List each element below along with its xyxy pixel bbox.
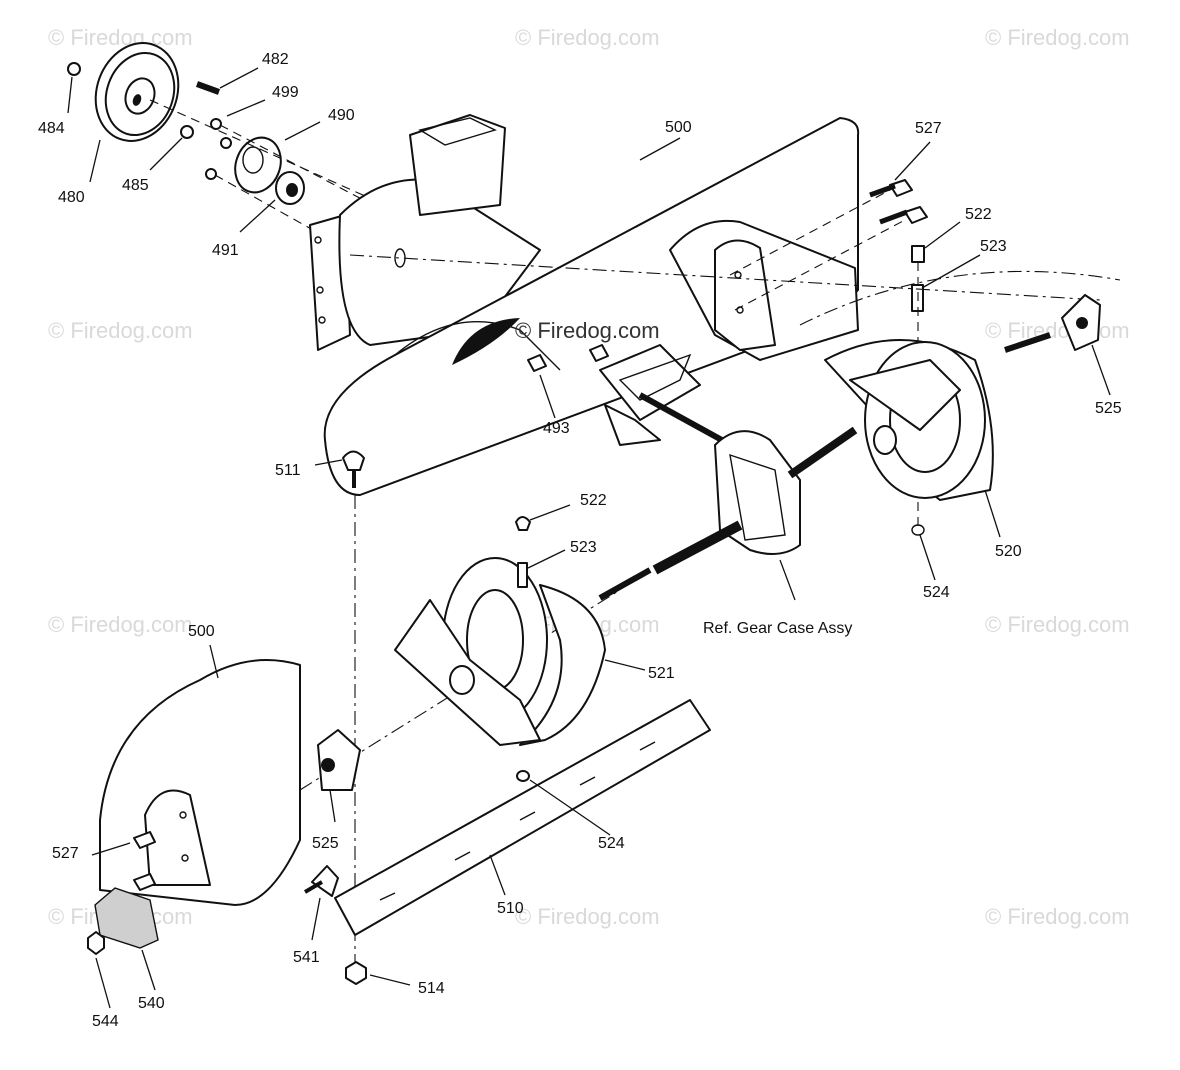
- auger-lower-icon: [394, 516, 652, 782]
- callout-514: 514: [418, 980, 445, 997]
- callout-523-lower: 523: [570, 539, 597, 556]
- axis-line-arc: [799, 270, 1121, 326]
- callout-480: 480: [58, 189, 85, 206]
- callout-482: 482: [262, 51, 289, 68]
- pulley-icon: [94, 42, 180, 142]
- callout-491: 491: [212, 242, 239, 259]
- callout-500-lower: 500: [188, 623, 215, 640]
- bearing-right-icon: [1061, 294, 1101, 351]
- callout-541: 541: [293, 949, 320, 966]
- watermark-1: © Firedog.com: [48, 25, 193, 50]
- callout-525-right: 525: [1095, 400, 1122, 417]
- callout-527-lower: 527: [52, 845, 79, 862]
- auger-housing-icon: [309, 114, 860, 496]
- watermark-10: © Firedog.com: [515, 904, 660, 929]
- gear-case-icon: [599, 344, 858, 575]
- callout-544: 544: [92, 1013, 119, 1030]
- watermark-2: © Firedog.com: [515, 25, 660, 50]
- watermark-3: © Firedog.com: [985, 25, 1130, 50]
- housing-bolts: [342, 344, 609, 488]
- watermark-8: © Firedog.com: [985, 612, 1130, 637]
- callout-524-lower: 524: [598, 835, 625, 852]
- watermark-11: © Firedog.com: [985, 904, 1130, 929]
- watermark-4: © Firedog.com: [48, 318, 193, 343]
- callout-485: 485: [122, 177, 149, 194]
- callout-524-upper: 524: [923, 584, 950, 601]
- callout-490: 490: [328, 107, 355, 124]
- callouts: 482 499 490 484 485 480 491 500 527 522 …: [38, 51, 1122, 1030]
- callout-511: 511: [275, 462, 301, 479]
- callout-500-upper: 500: [665, 119, 692, 136]
- callout-540: 540: [138, 995, 165, 1012]
- callout-525-lower: 525: [312, 835, 339, 852]
- pulley-hardware: [67, 62, 305, 205]
- auger-housing-lower-icon: [87, 659, 361, 955]
- gear-case-ref-note: Ref. Gear Case Assy: [703, 620, 852, 637]
- callout-520: 520: [995, 543, 1022, 560]
- auger-icon: [824, 332, 1051, 536]
- callout-493: 493: [543, 420, 570, 437]
- leader-lines: [67, 67, 1111, 1009]
- callout-527-upper: 527: [915, 120, 942, 137]
- scraper-bar-icon: [334, 699, 711, 985]
- callout-499: 499: [272, 84, 299, 101]
- watermark-6: © Firedog.com: [48, 612, 193, 637]
- right-hardware: [729, 179, 928, 530]
- callout-484: 484: [38, 120, 65, 137]
- callout-521: 521: [648, 665, 675, 682]
- watermark-5: © Firedog.com: [985, 318, 1130, 343]
- axis-line-upper: [349, 254, 1101, 301]
- watermarks: © Firedog.com © Firedog.com © Firedog.co…: [48, 25, 1130, 929]
- callout-523-upper: 523: [980, 238, 1007, 255]
- callout-510: 510: [497, 900, 524, 917]
- watermark-center: © Firedog.com: [515, 318, 660, 343]
- callout-522-upper: 522: [965, 206, 992, 223]
- callout-522-lower: 522: [580, 492, 607, 509]
